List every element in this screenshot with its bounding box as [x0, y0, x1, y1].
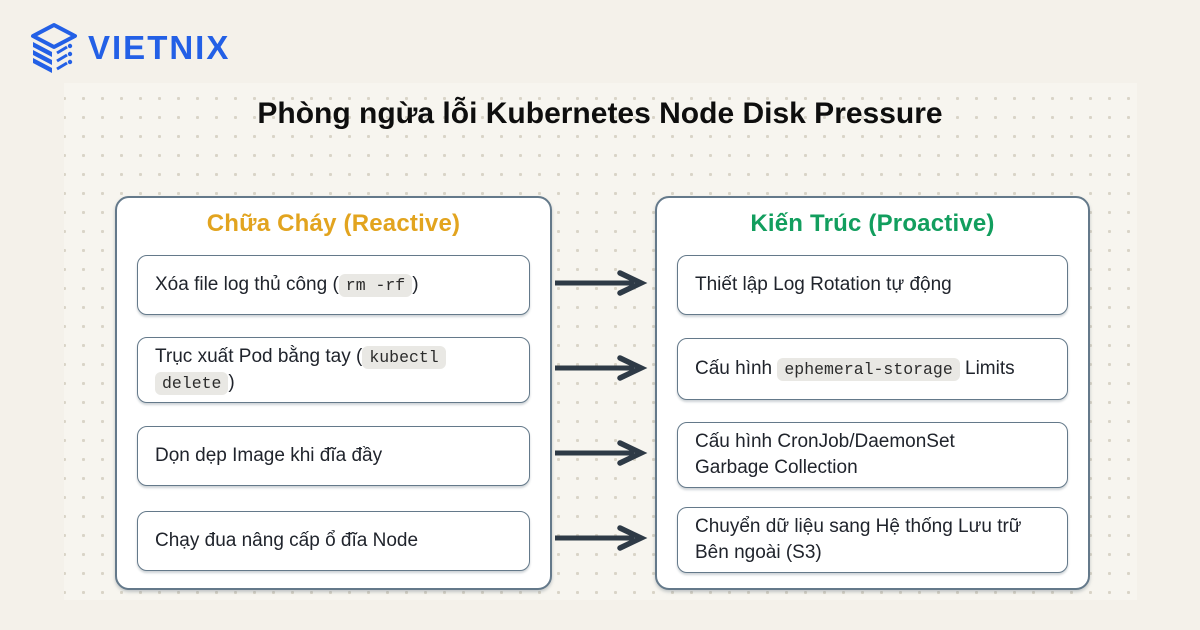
brand-logo: VIETNIX	[30, 22, 230, 74]
code-badge: ephemeral-storage	[777, 357, 960, 381]
reactive-item-3: Dọn dẹp Image khi đĩa đầy	[137, 426, 530, 486]
flow-arrow-2	[552, 355, 648, 381]
reactive-item-1-text: Xóa file log thủ công (rm -rf)	[155, 273, 419, 297]
reactive-item-4: Chạy đua nâng cấp ổ đĩa Node	[137, 511, 530, 571]
reactive-item-2-text: Trục xuất Pod bằng tay (kubectl delete)	[155, 344, 512, 396]
page-title: Phòng ngừa lỗi Kubernetes Node Disk Pres…	[257, 97, 943, 130]
reactive-item-1: Xóa file log thủ công (rm -rf)	[137, 255, 530, 315]
flow-arrow-4	[552, 525, 648, 551]
brand-name: VIETNIX	[88, 29, 231, 66]
proactive-item-1-text: Thiết lập Log Rotation tự động	[695, 273, 952, 295]
flow-arrow-3	[552, 440, 648, 466]
arrow-right-icon	[555, 440, 648, 466]
proactive-item-4-text: Chuyển dữ liệu sang Hệ thống Lưu trữ Bên…	[695, 515, 1022, 563]
arrow-right-icon	[555, 355, 648, 381]
vietnix-logo-icon	[31, 23, 77, 73]
reactive-panel: Chữa Cháy (Reactive) Xóa file log thủ cô…	[115, 196, 552, 590]
arrow-right-icon	[555, 525, 648, 551]
proactive-panel-title: Kiến Trúc (Proactive)	[750, 210, 995, 237]
reactive-panel-title: Chữa Cháy (Reactive)	[206, 210, 461, 237]
proactive-item-3: Cấu hình CronJob/DaemonSet Garbage Colle…	[677, 422, 1068, 488]
reactive-item-2: Trục xuất Pod bằng tay (kubectl delete)	[137, 337, 530, 403]
flow-arrow-1	[552, 270, 648, 296]
proactive-item-2: Cấu hình ephemeral-storage Limits	[677, 338, 1068, 400]
proactive-item-1: Thiết lập Log Rotation tự động	[677, 255, 1068, 315]
proactive-item-4: Chuyển dữ liệu sang Hệ thống Lưu trữ Bên…	[677, 507, 1068, 573]
reactive-item-4-text: Chạy đua nâng cấp ổ đĩa Node	[155, 529, 419, 551]
proactive-panel: Kiến Trúc (Proactive) Thiết lập Log Rota…	[655, 196, 1090, 590]
arrow-right-icon	[555, 270, 648, 296]
proactive-item-2-text: Cấu hình ephemeral-storage Limits	[695, 357, 1015, 381]
proactive-item-3-text: Cấu hình CronJob/DaemonSet Garbage Colle…	[695, 430, 955, 478]
reactive-item-3-text: Dọn dẹp Image khi đĩa đầy	[155, 444, 383, 466]
code-badge: rm -rf	[338, 273, 413, 297]
